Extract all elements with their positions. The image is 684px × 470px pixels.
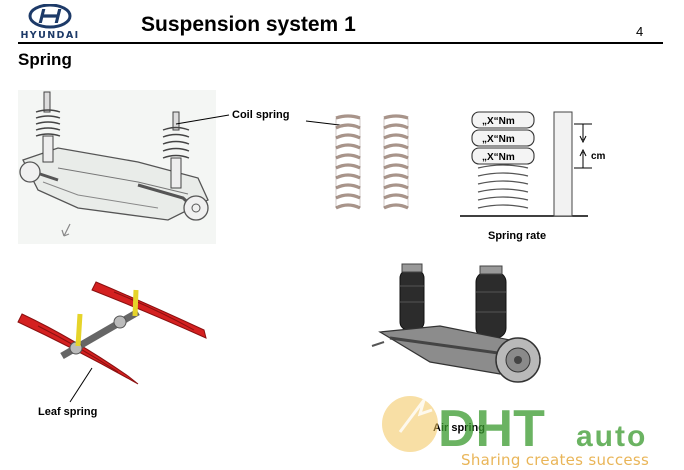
spring-rate-diagram-icon <box>460 111 592 217</box>
hyundai-logo-icon <box>28 4 72 29</box>
svg-text:DHT: DHT <box>438 400 545 458</box>
air-spring-icon <box>371 263 542 383</box>
leaf-spring-icon <box>17 281 207 385</box>
air-spring-label: Air spring <box>433 422 485 434</box>
strut-suspension-icon <box>19 91 209 237</box>
watermark-tagline: Sharing creates success <box>461 451 650 469</box>
watermark-logo-icon: DHT auto <box>382 396 647 458</box>
spring-rate-unit-label: cm <box>591 151 606 162</box>
front-suspension-illustration <box>18 90 216 244</box>
weight-label-1: „X“Nm <box>482 116 515 127</box>
svg-text:auto: auto <box>576 420 647 453</box>
section-title: Spring <box>18 50 72 69</box>
brand-name: HYUNDAI <box>20 30 80 41</box>
coil-spring-label: Coil spring <box>232 109 290 121</box>
leaf-spring-label: Leaf spring <box>38 406 98 418</box>
page-number: 4 <box>636 24 644 39</box>
hyundai-logo: HYUNDAI <box>14 4 86 42</box>
spring-rate-label: Spring rate <box>488 230 547 242</box>
weight-label-3: „X“Nm <box>482 152 515 163</box>
slide-title: Suspension system 1 <box>141 13 356 36</box>
coil-spring-icon <box>335 114 409 210</box>
title-divider <box>18 42 663 44</box>
weight-label-2: „X“Nm <box>482 134 515 145</box>
